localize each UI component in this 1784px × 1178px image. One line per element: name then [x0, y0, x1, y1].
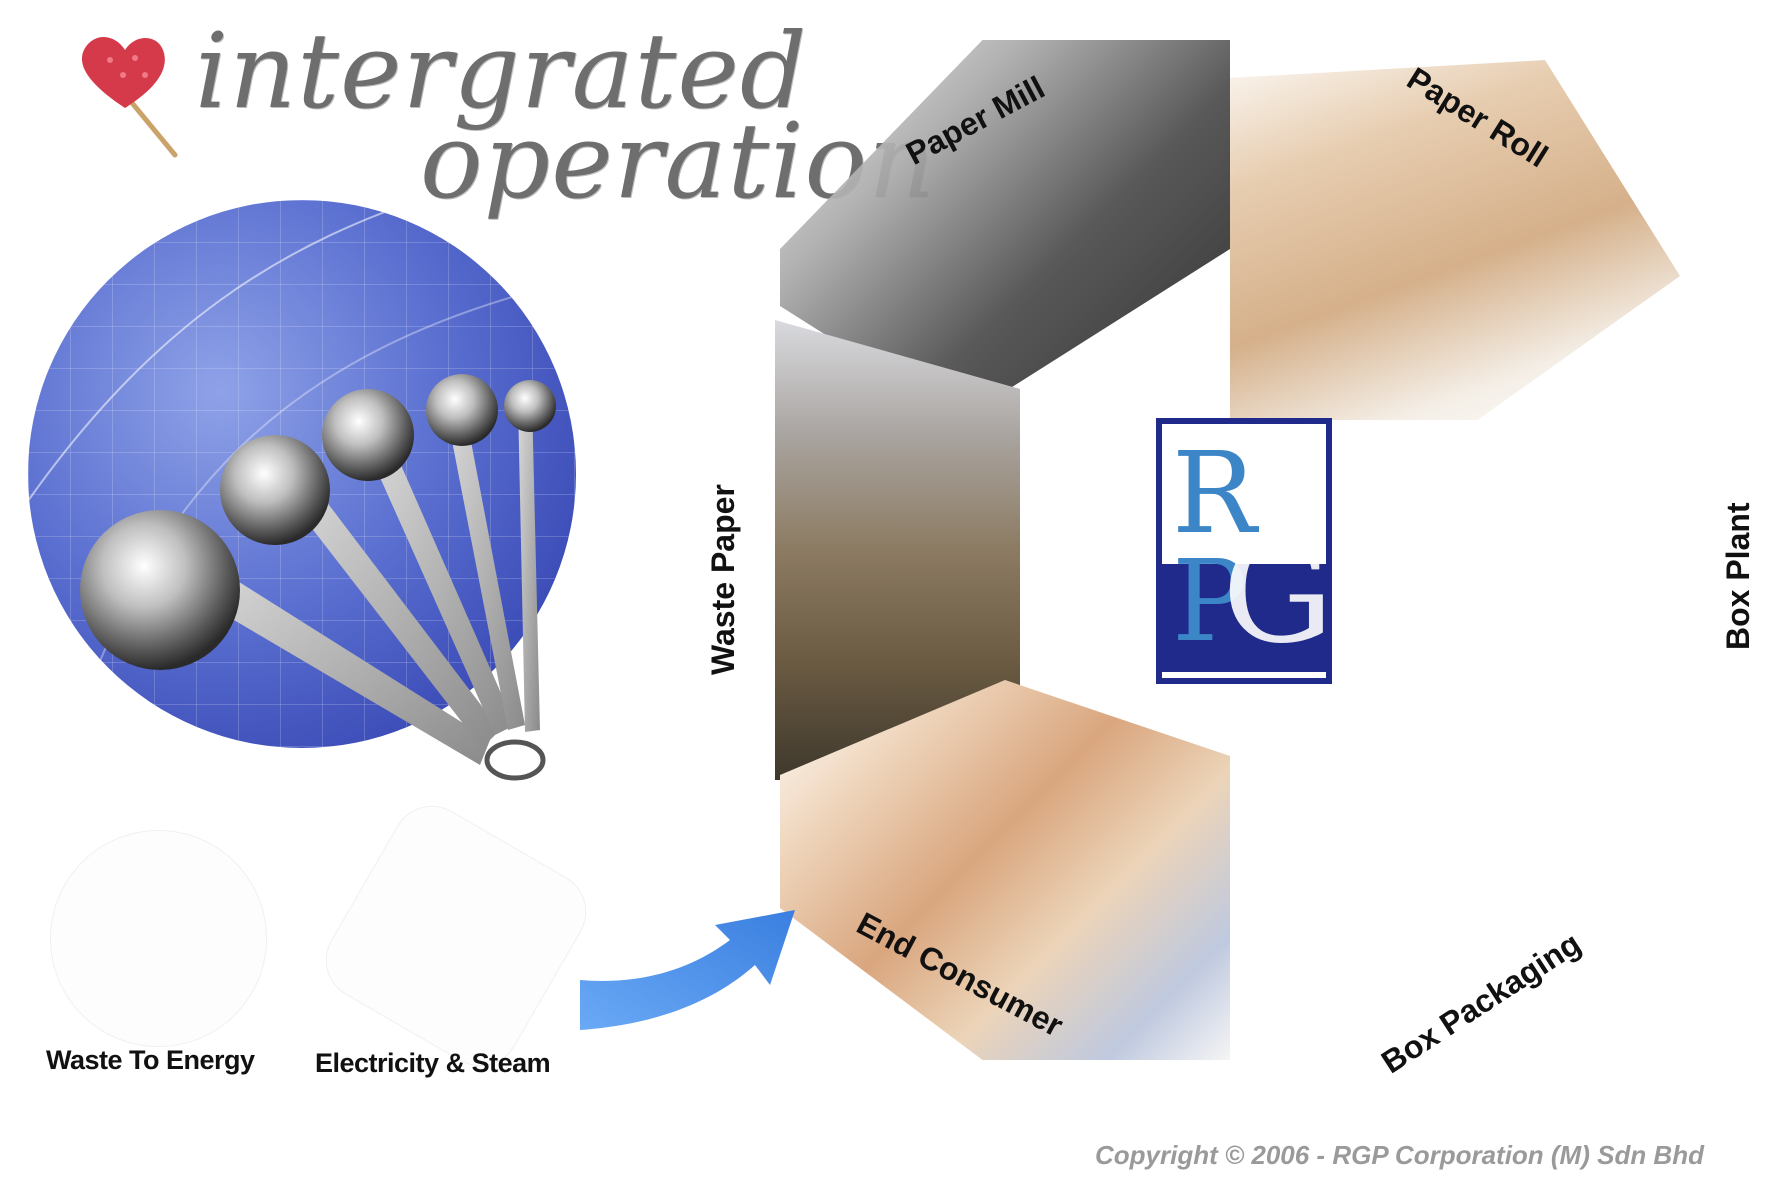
label-waste-to-energy: Waste To Energy	[46, 1045, 255, 1075]
curved-arrow-icon	[580, 910, 795, 1030]
label-box-packaging: Box Packaging	[1375, 925, 1588, 1081]
label-electricity-steam: Electricity & Steam	[315, 1048, 551, 1078]
title-line-1: intergrated	[195, 10, 808, 132]
waste-to-energy-circle	[50, 830, 267, 1047]
logo-letter-r: R	[1172, 429, 1257, 559]
copyright-text: Copyright © 2006 - RGP Corporation (M) S…	[1095, 1140, 1704, 1170]
heart-candy-icon	[81, 36, 178, 158]
label-box-plant: Box Plant	[1720, 502, 1756, 650]
measuring-spoons-icon	[80, 374, 556, 781]
logo-letter-p: P	[1172, 537, 1248, 667]
logo-bottom-band	[1162, 564, 1326, 672]
electricity-steam-hexagon	[311, 791, 601, 1081]
rgp-logo: R P G	[1156, 418, 1334, 684]
label-waste-paper: Waste Paper	[705, 484, 741, 675]
logo-letter-g: G	[1222, 512, 1334, 675]
